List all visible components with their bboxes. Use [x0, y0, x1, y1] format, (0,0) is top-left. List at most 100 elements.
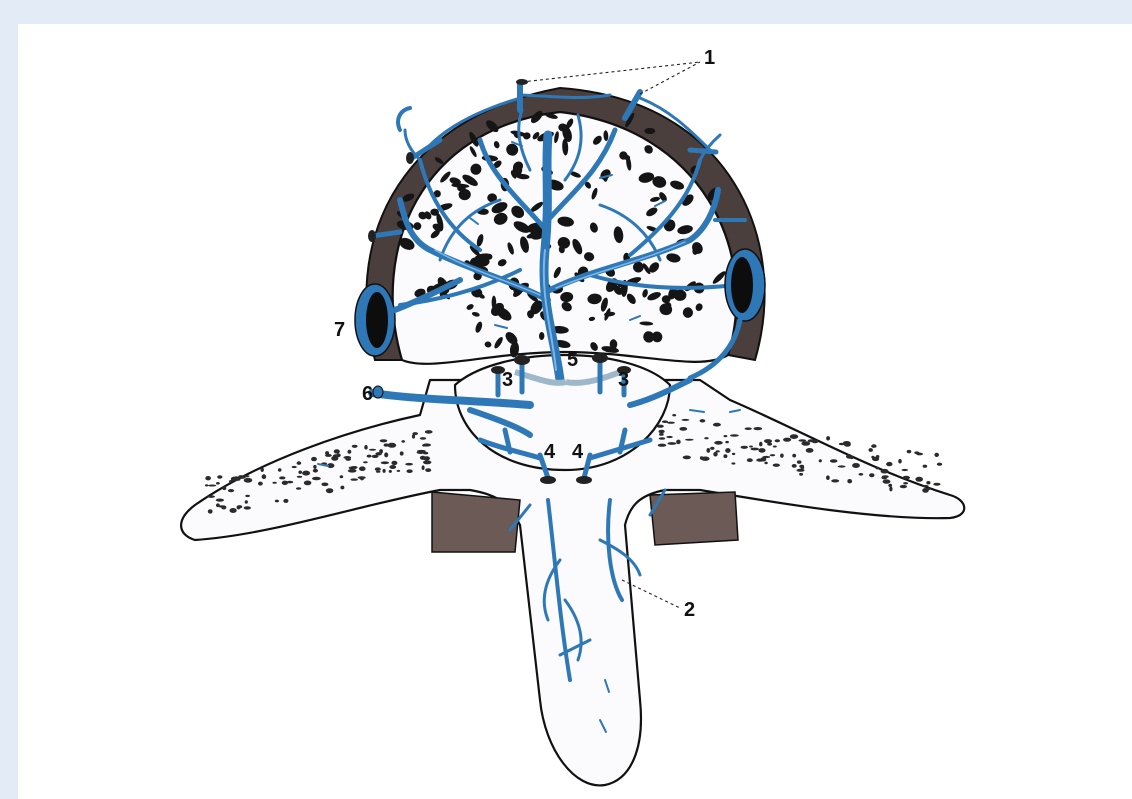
trabecula-fleck — [875, 467, 879, 470]
trabecula-fleck — [843, 441, 850, 444]
trabecula-fleck — [758, 448, 765, 453]
trabecula-fleck — [659, 437, 666, 440]
trabecula-fleck — [313, 469, 318, 473]
figure-frame: 1 2 3 3 4 4 5 6 7 — [18, 24, 1132, 799]
trabecula-fleck — [312, 477, 321, 481]
trabecula-fleck — [926, 481, 930, 484]
trabecula-fleck — [352, 445, 358, 448]
trabecula-fleck — [380, 439, 388, 442]
trabecula-fleck — [397, 470, 401, 472]
trabecula-fleck — [916, 453, 923, 456]
trabecula-fleck — [923, 465, 928, 468]
trabecula-fleck — [881, 469, 889, 474]
trabecula-fleck — [205, 484, 208, 486]
trabecula-fleck — [934, 453, 939, 457]
right-lamina-shade — [650, 492, 738, 545]
trabecula-fleck — [773, 464, 780, 467]
trabecula-fleck — [207, 495, 215, 498]
trabecula-fleck — [806, 448, 814, 453]
label-2: 2 — [684, 599, 695, 621]
trabecula-fleck — [425, 468, 431, 472]
trabecula-fleck — [730, 434, 739, 436]
trabecula-fleck — [376, 471, 381, 473]
trabecula-fleck — [372, 455, 379, 458]
trabecula-fleck — [391, 461, 397, 465]
trabecula-fleck — [731, 462, 735, 464]
trabecula-fleck — [676, 440, 681, 445]
label-3-left: 3 — [502, 369, 513, 391]
trabecula-fleck — [340, 475, 344, 478]
trabecula-fleck — [369, 449, 376, 451]
trabecula-fleck — [208, 509, 213, 513]
trabecula-fleck — [348, 469, 357, 473]
label-5: 5 — [567, 349, 578, 371]
trabecula-fleck — [830, 459, 838, 462]
trabecula-fleck — [902, 469, 909, 471]
trabecula-fleck — [927, 488, 931, 491]
trabecula-fleck — [296, 487, 301, 490]
trabecula-fleck — [745, 427, 752, 430]
trabecula-fleck — [710, 447, 714, 450]
trabecula-fleck — [713, 452, 717, 457]
trabecula-fleck — [425, 430, 433, 434]
trabecula-fleck — [792, 464, 797, 468]
trabecula-fleck — [262, 474, 267, 479]
trabecula-fleck — [770, 454, 775, 456]
trabecula-fleck — [325, 451, 329, 455]
trabecula-fleck — [258, 482, 263, 486]
label-4-left: 4 — [544, 441, 556, 463]
trabecula-fleck — [364, 445, 367, 450]
trabecula-fleck — [881, 476, 887, 479]
trabecula-fleck — [808, 439, 815, 442]
trabecula-fleck — [304, 481, 312, 486]
trabecula-fleck — [208, 485, 216, 487]
trabecula-fleck — [907, 450, 912, 453]
trabecula-fleck — [796, 469, 804, 472]
trabecula-fleck — [367, 455, 372, 458]
trabecula-fleck — [749, 446, 753, 448]
trabecula-fleck — [725, 441, 729, 443]
trabecula-fleck — [741, 446, 748, 449]
trabecula-fleck — [922, 485, 929, 487]
trabecula-fleck — [662, 420, 668, 423]
trabecula-fleck — [237, 506, 241, 510]
label-3-right: 3 — [618, 369, 629, 391]
trabecula-fleck — [759, 442, 762, 447]
trabecula-fleck — [888, 484, 892, 487]
trabecula-fleck — [762, 456, 770, 458]
trabecula-fleck — [753, 427, 762, 430]
trabecula-fleck — [871, 456, 874, 459]
trabecula-fleck — [883, 479, 891, 483]
trabecula-fleck — [405, 463, 413, 466]
trabecula-fleck — [732, 453, 735, 455]
trabecula-fleck — [244, 478, 253, 483]
trabecula-fleck — [275, 500, 279, 503]
trabecula-fleck — [235, 478, 241, 480]
trabecula-fleck — [750, 448, 759, 451]
trabecula-fleck — [933, 483, 940, 486]
trabecula-fleck — [659, 433, 664, 436]
trabecula-fleck — [775, 439, 780, 442]
label-4-right: 4 — [572, 441, 584, 463]
trabecula-fleck — [244, 506, 251, 509]
trabecula-fleck — [850, 456, 854, 459]
trabecula-fleck — [783, 438, 791, 442]
trabecula-fleck — [714, 441, 723, 445]
trabecula-fleck — [700, 456, 703, 459]
trabecula-fleck — [847, 479, 852, 483]
trabecula-fleck — [801, 441, 810, 446]
label-6: 6 — [362, 383, 373, 405]
trabecula-fleck — [704, 437, 708, 439]
trabecula-fleck — [799, 465, 804, 468]
trabecula-fleck — [667, 422, 675, 424]
trabecula-fleck — [340, 486, 344, 490]
trabecula-fleck — [216, 503, 220, 507]
trabecula-fleck — [348, 450, 352, 454]
trabecula-fleck — [343, 456, 351, 459]
trabecula-fleck — [400, 451, 404, 455]
trabecula-fleck — [423, 460, 431, 464]
trabecula-fleck — [302, 471, 310, 476]
trabecula-fleck — [412, 434, 415, 438]
trabecula-fleck — [764, 462, 767, 465]
trabecula-fleck — [375, 467, 381, 471]
